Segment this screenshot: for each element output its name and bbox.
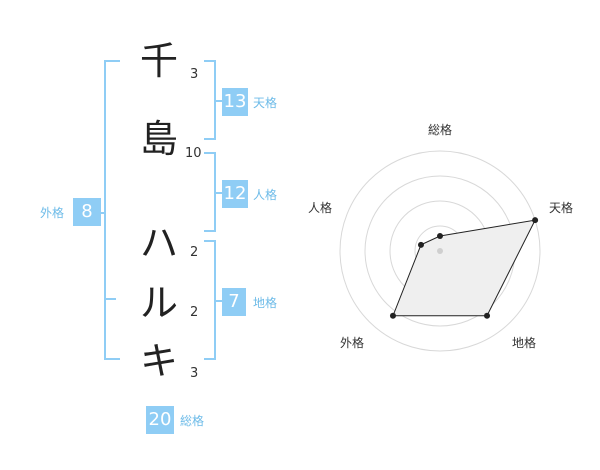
- radar-ring-4: [339, 150, 541, 352]
- radar-center: [437, 248, 443, 254]
- stroke-count-3: 2: [190, 245, 199, 260]
- radar-label-soukaku: 総格: [428, 123, 453, 137]
- radar-label-jinkaku: 人格: [308, 201, 333, 215]
- name-char-3: ハ: [139, 221, 178, 265]
- radar-area: [392, 219, 536, 317]
- radar-label-tenkaku: 天格: [549, 201, 574, 215]
- radar-point-3: [389, 312, 396, 319]
- radar-point-4: [417, 241, 424, 248]
- chikaku-label: 地格: [253, 296, 278, 310]
- radar-point-2: [484, 312, 491, 319]
- radar-points: [389, 217, 539, 319]
- name-char-5: キ: [139, 339, 178, 383]
- name-char-4: ル: [139, 281, 178, 325]
- gaikaku-value: 8: [73, 198, 101, 226]
- stroke-count-5: 3: [190, 366, 199, 381]
- stroke-count-4: 2: [190, 305, 199, 320]
- tenkaku-label: 天格: [253, 96, 278, 110]
- radar-label-chikaku: 地格: [512, 336, 537, 350]
- jinkaku-value: 12: [222, 180, 248, 208]
- chikaku-value: 7: [222, 288, 246, 316]
- radar-point-0: [437, 233, 443, 239]
- stroke-count-1: 3: [190, 67, 199, 82]
- gaikaku-label: 外格: [40, 206, 65, 220]
- radar-point-1: [532, 217, 539, 224]
- stroke-count-2: 10: [185, 146, 202, 161]
- name-char-2: 島: [139, 117, 178, 161]
- jinkaku-label: 人格: [253, 188, 278, 202]
- name-char-1: 千: [139, 39, 178, 83]
- soukaku-label: 総格: [180, 414, 205, 428]
- radar-label-gaikaku: 外格: [340, 336, 365, 350]
- tenkaku-value: 13: [222, 88, 248, 116]
- soukaku-value: 20: [146, 406, 174, 434]
